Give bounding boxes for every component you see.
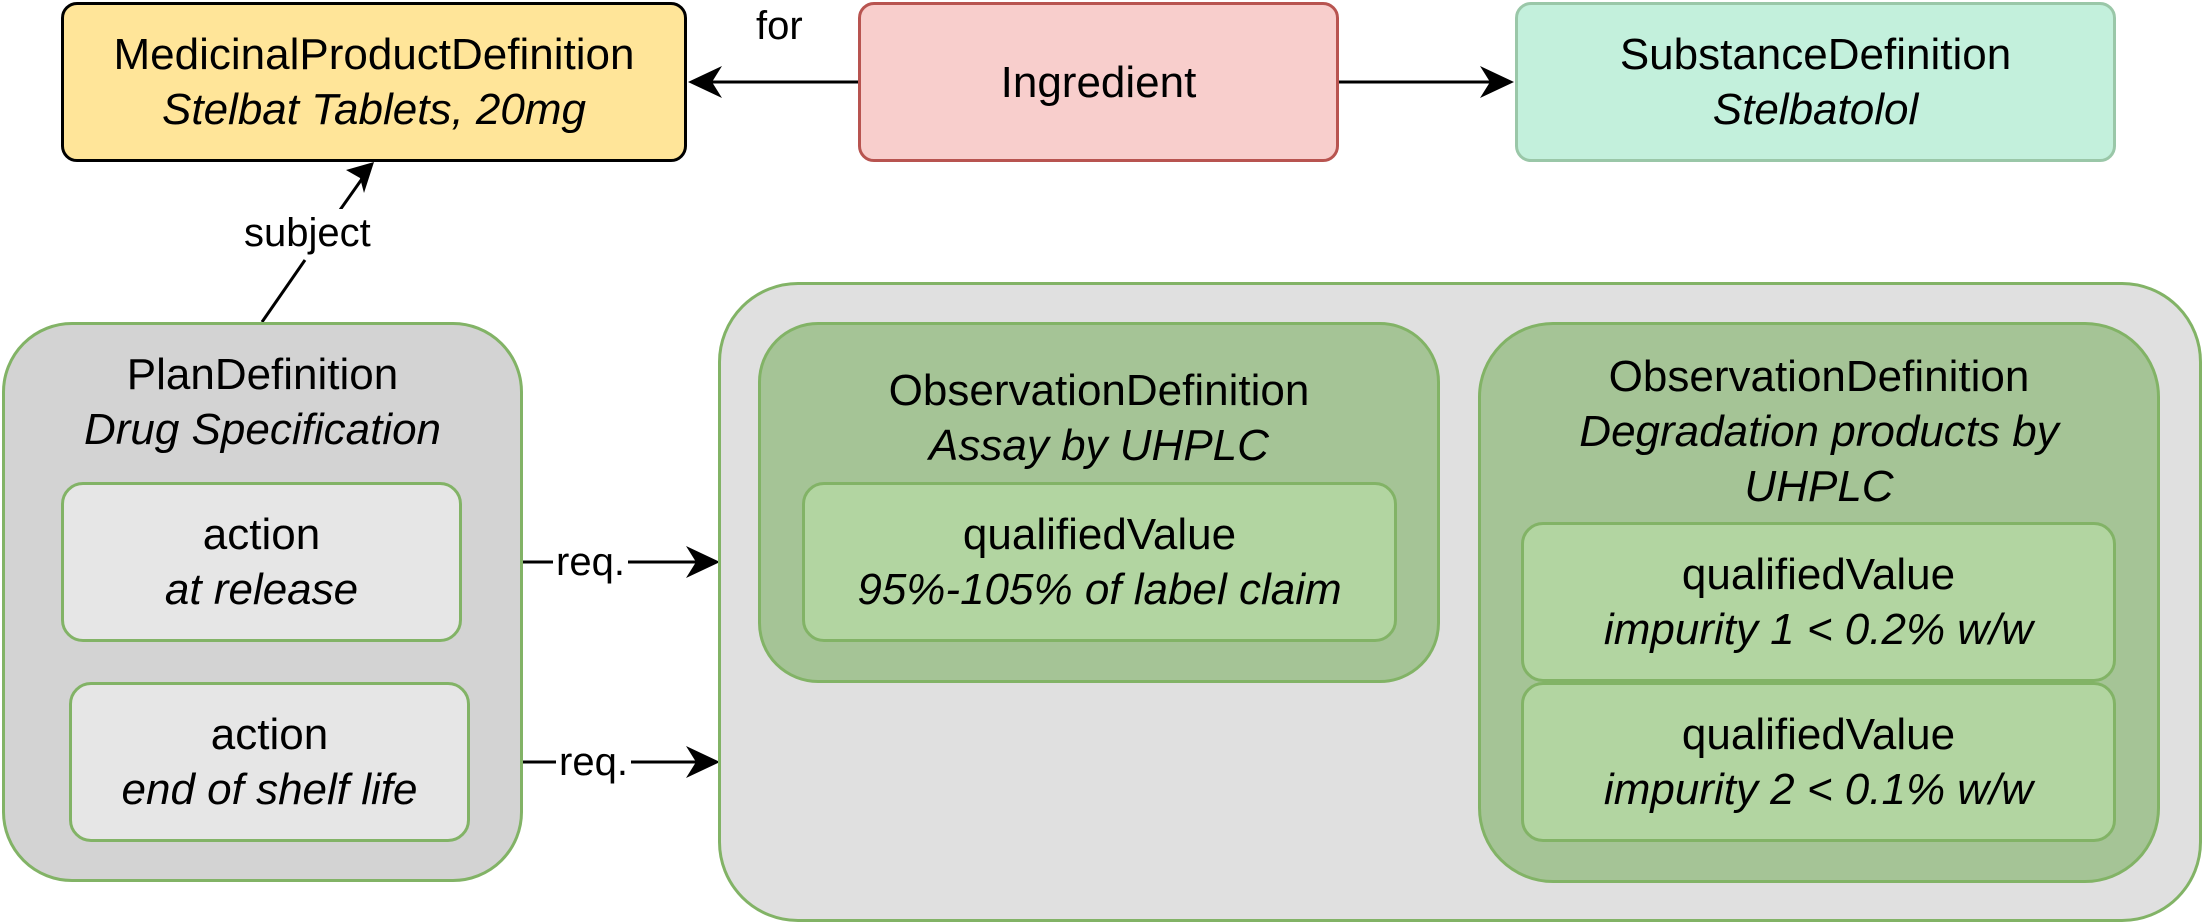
action-at-release-node: action at release [61,482,462,642]
qv-assay-title: qualifiedValue [962,510,1237,559]
edge-subject-label: subject [241,209,374,257]
obs-assay-subtitle: Assay by UHPLC [929,421,1269,470]
edge-req-1-arrowhead [686,546,720,578]
obs-degradation-title: ObservationDefinition [1608,352,2030,401]
edge-subject-line-upper [338,175,366,211]
edge-for-arrowhead [688,66,722,98]
action-end-of-shelf-life-node: action end of shelf life [69,682,470,842]
obs-assay-title: ObservationDefinition [888,366,1310,415]
qualified-value-impurity-2-node: qualifiedValue impurity 2 < 0.1% w/w [1521,682,2116,842]
plan-title: PlanDefinition [126,350,399,399]
edge-req-2-label: req. [556,738,631,786]
action-release-title: action [202,510,321,559]
qv-assay-subtitle: 95%-105% of label claim [857,565,1342,614]
medicinal-product-definition-node: MedicinalProductDefinition Stelbat Table… [61,2,687,162]
qv-impurity-1-subtitle: impurity 1 < 0.2% w/w [1603,605,2034,654]
medicinal-product-title: MedicinalProductDefinition [113,30,635,79]
qv-impurity-1-title: qualifiedValue [1681,550,1956,599]
edge-substance-arrowhead [1480,66,1514,98]
medicinal-product-subtitle: Stelbat Tablets, 20mg [162,85,586,134]
action-shelf-title: action [210,710,329,759]
obs-degradation-subtitle: Degradation products by UHPLC [1579,407,2059,511]
action-release-subtitle: at release [164,565,359,614]
action-shelf-subtitle: end of shelf life [121,765,418,814]
qv-impurity-2-subtitle: impurity 2 < 0.1% w/w [1603,765,2034,814]
substance-subtitle: Stelbatolol [1712,85,1919,134]
qualified-value-assay-node: qualifiedValue 95%-105% of label claim [802,482,1397,642]
plan-subtitle: Drug Specification [83,405,442,454]
edge-req-2-arrowhead [686,746,720,778]
ingredient-node: Ingredient [858,2,1339,162]
edge-req-1-label: req. [553,538,628,586]
ingredient-title: Ingredient [1000,57,1197,107]
substance-definition-node: SubstanceDefinition Stelbatolol [1515,2,2116,162]
substance-title: SubstanceDefinition [1619,30,2012,79]
qv-impurity-2-title: qualifiedValue [1681,710,1956,759]
edge-subject-line-lower [260,259,307,323]
edge-for-label: for [756,4,803,48]
qualified-value-impurity-1-node: qualifiedValue impurity 1 < 0.2% w/w [1521,522,2116,682]
edge-subject-arrowhead [346,162,374,193]
